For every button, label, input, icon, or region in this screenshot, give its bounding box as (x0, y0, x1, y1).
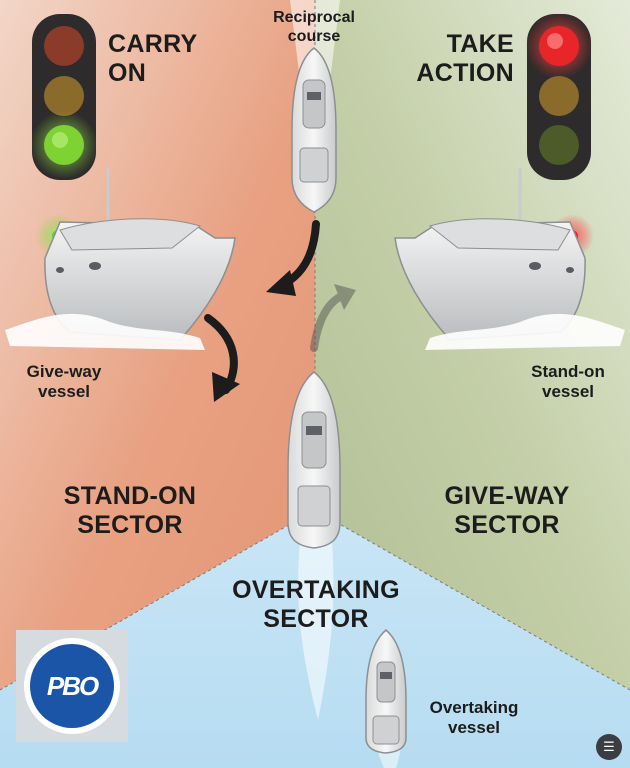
overtaking-sector-line-2: SECTOR (263, 605, 369, 633)
stand-on-sector-line-2: SECTOR (77, 511, 183, 539)
stand-on-sector-line-1: STAND-ON (63, 482, 197, 510)
overtaking-vessel-label: Overtaking vessel (412, 698, 536, 738)
take-action-line-2: ACTION (416, 59, 514, 87)
overtaking-sector-label: OVERTAKING SECTOR (214, 576, 418, 634)
reciprocal-boat (291, 47, 337, 213)
give-way-vessel-label: Give-way vessel (12, 362, 116, 402)
overtaking-sector-line-1: OVERTAKING (232, 576, 400, 604)
give-way-vessel-line-2: vessel (38, 382, 90, 401)
carry-on-label: CARRY ON (108, 30, 222, 88)
traffic-light-left (30, 14, 98, 180)
reciprocal-course-label: Reciprocal course (255, 8, 373, 46)
stand-on-vessel-label: Stand-on vessel (516, 362, 620, 402)
give-way-boat (5, 168, 236, 350)
turn-arrow-left (204, 314, 240, 402)
take-action-line-1: TAKE (446, 30, 514, 58)
reciprocal-course-line-1: Reciprocal (273, 9, 355, 26)
overtaking-vessel-line-1: Overtaking (429, 698, 519, 717)
give-way-sector-label: GIVE-WAY SECTOR (422, 482, 592, 540)
give-way-vessel-line-1: Give-way (26, 362, 102, 381)
overtaking-boat (365, 629, 407, 768)
carry-on-line-1: CARRY (108, 30, 198, 58)
chat-icon[interactable]: ☰ (596, 734, 622, 760)
turn-arrow-faded (310, 284, 356, 352)
give-way-sector-line-1: GIVE-WAY (444, 482, 570, 510)
stand-on-boat (394, 168, 625, 350)
take-action-label: TAKE ACTION (392, 30, 514, 88)
reciprocal-course-line-2: course (287, 28, 341, 45)
center-boat (287, 371, 341, 720)
turn-arrow-top (266, 220, 320, 296)
pbo-logo-ring: PBO (24, 638, 120, 734)
traffic-light-right (525, 12, 593, 180)
overtaking-vessel-line-2: vessel (448, 718, 500, 737)
pbo-logo: PBO (16, 630, 128, 742)
pbo-logo-text: PBO (30, 644, 114, 728)
stand-on-vessel-line-2: vessel (542, 382, 594, 401)
stand-on-sector-label: STAND-ON SECTOR (50, 482, 210, 540)
give-way-sector-line-2: SECTOR (454, 511, 560, 539)
carry-on-line-2: ON (108, 59, 147, 87)
stand-on-vessel-line-1: Stand-on (531, 362, 605, 381)
